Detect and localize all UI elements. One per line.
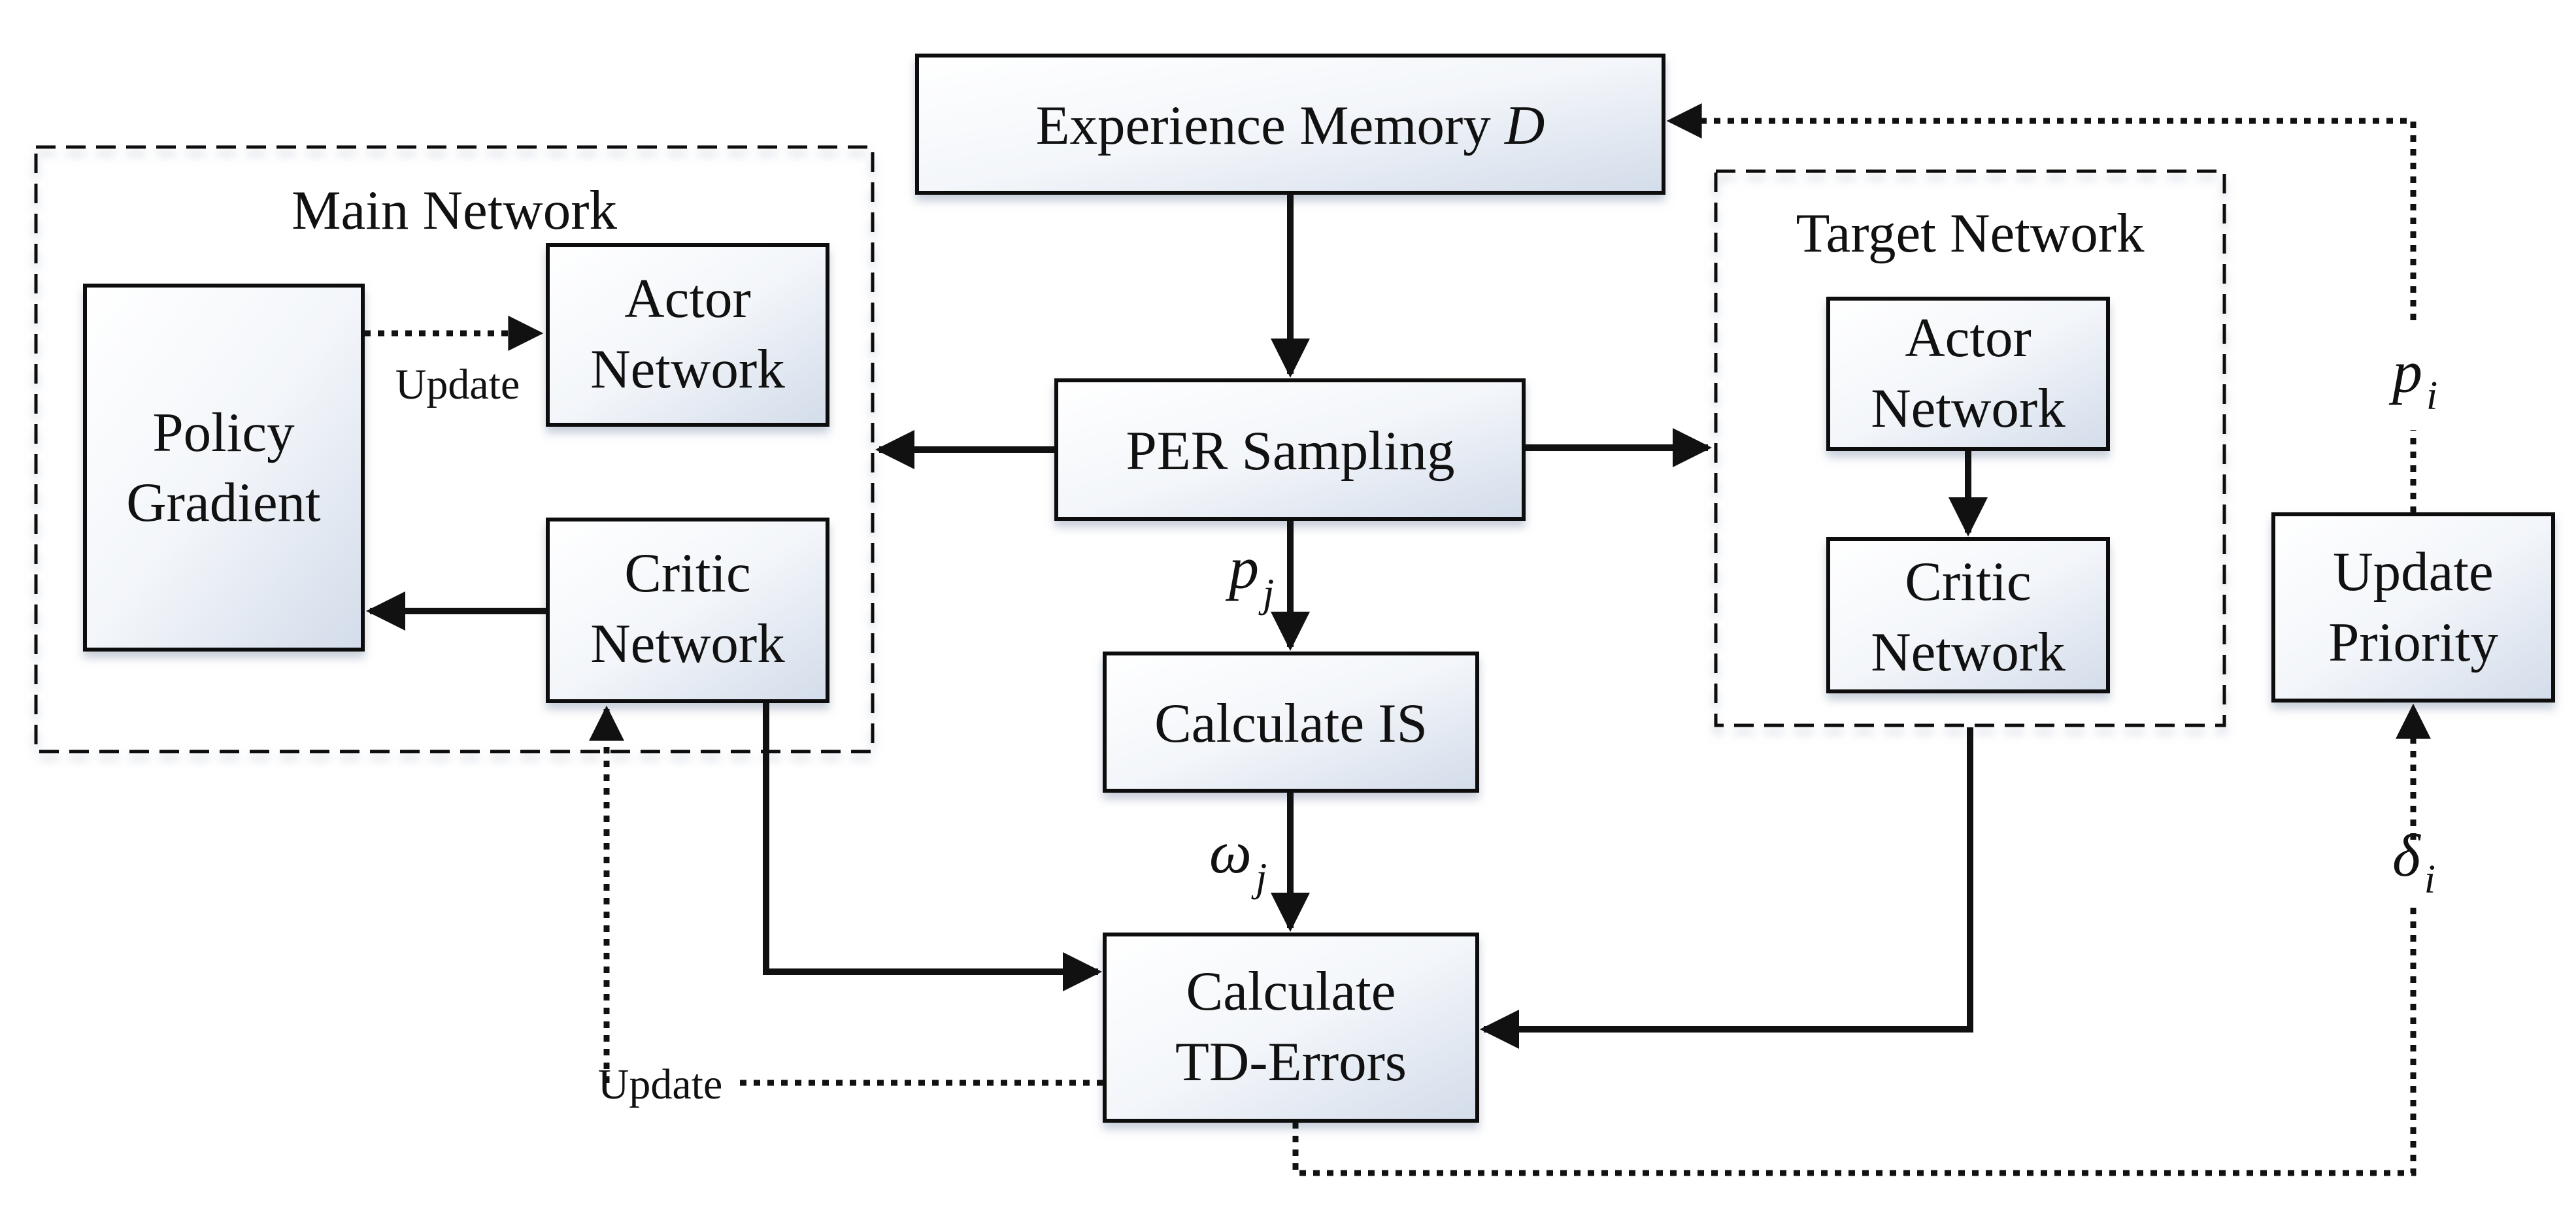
target-critic-network-box: Critic Network xyxy=(1826,537,2110,693)
policy-gradient-box: Policy Gradient xyxy=(83,284,365,652)
p-j-label: pj xyxy=(1225,535,1274,616)
arrow-td-to-critic-update xyxy=(607,709,1103,1086)
update-priority-box: Update Priority xyxy=(2271,512,2555,703)
omega-j-label: ωj xyxy=(1209,819,1267,900)
main-actor-line1: Actor xyxy=(624,268,751,329)
experience-memory-box: Experience Memory D xyxy=(915,54,1665,195)
update-priority-line2: Priority xyxy=(2328,612,2498,673)
main-critic-line2: Network xyxy=(590,613,785,674)
per-sampling-box: PER Sampling xyxy=(1054,378,1526,521)
policy-gradient-line1: Policy xyxy=(152,402,295,463)
arrow-td-to-priority xyxy=(1292,707,2413,1176)
update-priority-line1: Update xyxy=(2333,541,2493,603)
target-critic-line1: Critic xyxy=(1905,551,2032,612)
target-actor-line1: Actor xyxy=(1905,307,2032,369)
target-actor-line2: Network xyxy=(1871,378,2066,439)
target-actor-network-box: Actor Network xyxy=(1826,297,2110,451)
main-critic-line1: Critic xyxy=(624,542,751,604)
main-actor-line2: Network xyxy=(590,339,785,400)
per-sampling-label: PER Sampling xyxy=(1126,420,1455,482)
calculate-is-label: Calculate IS xyxy=(1154,693,1428,754)
arrow-priority-to-memory xyxy=(1670,121,2417,513)
update-critic-label: Update xyxy=(598,1061,723,1108)
target-network-group xyxy=(1714,169,2226,727)
delta-i-label: δi xyxy=(2392,822,2435,902)
target-critic-line2: Network xyxy=(1871,621,2066,683)
td-errors-line1: Calculate xyxy=(1186,961,1396,1022)
main-network-title: Main Network xyxy=(292,180,618,241)
td-errors-box: Calculate TD-Errors xyxy=(1103,933,1479,1123)
update-actor-label: Update xyxy=(395,361,520,408)
main-actor-network-box: Actor Network xyxy=(546,243,829,427)
policy-gradient-line2: Gradient xyxy=(126,472,321,533)
p-i-label: pi xyxy=(2388,339,2437,418)
experience-memory-label: Experience Memory D xyxy=(1036,95,1545,156)
td-errors-line2: TD-Errors xyxy=(1175,1031,1407,1093)
calculate-is-box: Calculate IS xyxy=(1103,652,1479,793)
main-critic-network-box: Critic Network xyxy=(546,518,829,703)
arrow-target-to-td xyxy=(1480,727,1973,1049)
target-network-title: Target Network xyxy=(1796,203,2145,264)
arrow-main-critic-to-td xyxy=(763,703,1102,991)
